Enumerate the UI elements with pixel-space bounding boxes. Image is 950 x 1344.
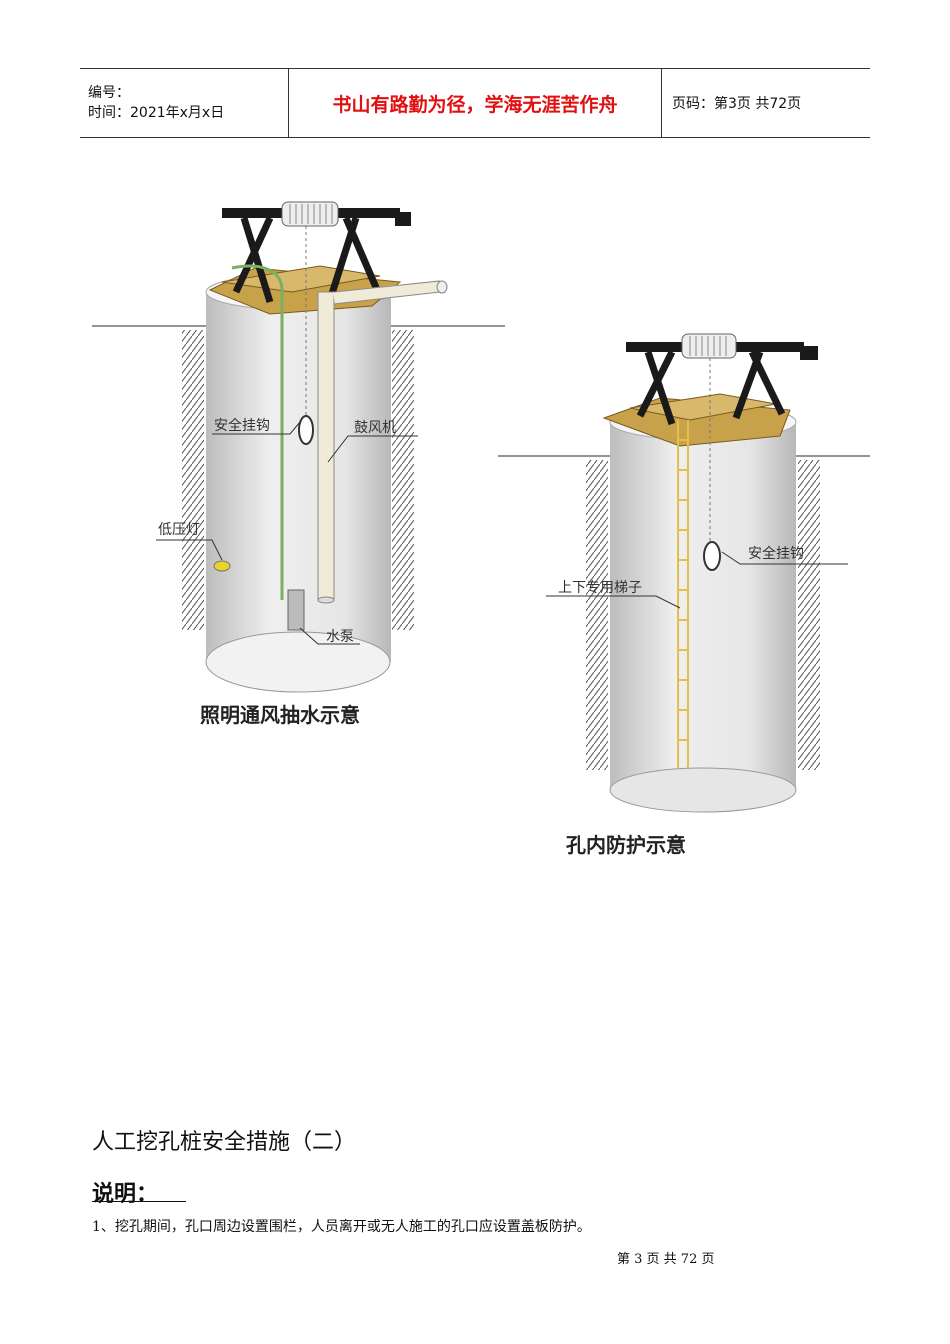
page-footer: 第 3 页 共 72 页 — [617, 1252, 715, 1267]
left-label-blower: 鼓风机 — [354, 420, 396, 436]
left-figure-caption: 照明通风抽水示意 — [200, 703, 360, 727]
left-label-safety-hook: 安全挂钩 — [214, 417, 270, 434]
header-page-info: 页码：第3页 共72页 — [672, 96, 802, 112]
note-underline — [92, 1201, 186, 1202]
right-shaft-diagram: 安全挂钩 上下专用梯子 孔内防护示意 — [498, 333, 870, 857]
right-label-ladder: 上下专用梯子 — [558, 580, 642, 596]
header-motto: 书山有路勤为径，学海无涯苦作舟 — [332, 93, 618, 116]
left-label-pump: 水泵 — [326, 629, 354, 645]
pile-safety-illustration: 安全挂钩 鼓风机 低压灯 水泵 照明通风抽水示意 — [92, 201, 870, 857]
right-label-safety-hook: 安全挂钩 — [748, 545, 804, 562]
page-header: 编号： 时间：2021年x月x日 书山有路勤为径，学海无涯苦作舟 页码：第3页 … — [80, 68, 870, 138]
note-label: 说明： — [92, 1181, 159, 1207]
document-date: 时间：2021年x月x日 — [88, 105, 225, 121]
left-shaft-diagram: 安全挂钩 鼓风机 低压灯 水泵 照明通风抽水示意 — [92, 201, 505, 727]
document-number-label: 编号： — [88, 85, 130, 101]
header-motto-cell: 书山有路勤为径，学海无涯苦作舟 — [289, 69, 662, 137]
paragraph-1: 1、挖孔期间，孔口周边设置围栏，人员离开或无人施工的孔口应设置盖板防护。 — [92, 1219, 591, 1235]
header-right-cell: 页码：第3页 共72页 — [662, 69, 870, 137]
header-left-cell: 编号： 时间：2021年x月x日 — [80, 69, 289, 137]
section-title: 人工挖孔桩安全措施（二） — [92, 1130, 357, 1155]
left-label-lamp: 低压灯 — [158, 522, 200, 538]
right-figure-caption: 孔内防护示意 — [566, 833, 686, 857]
